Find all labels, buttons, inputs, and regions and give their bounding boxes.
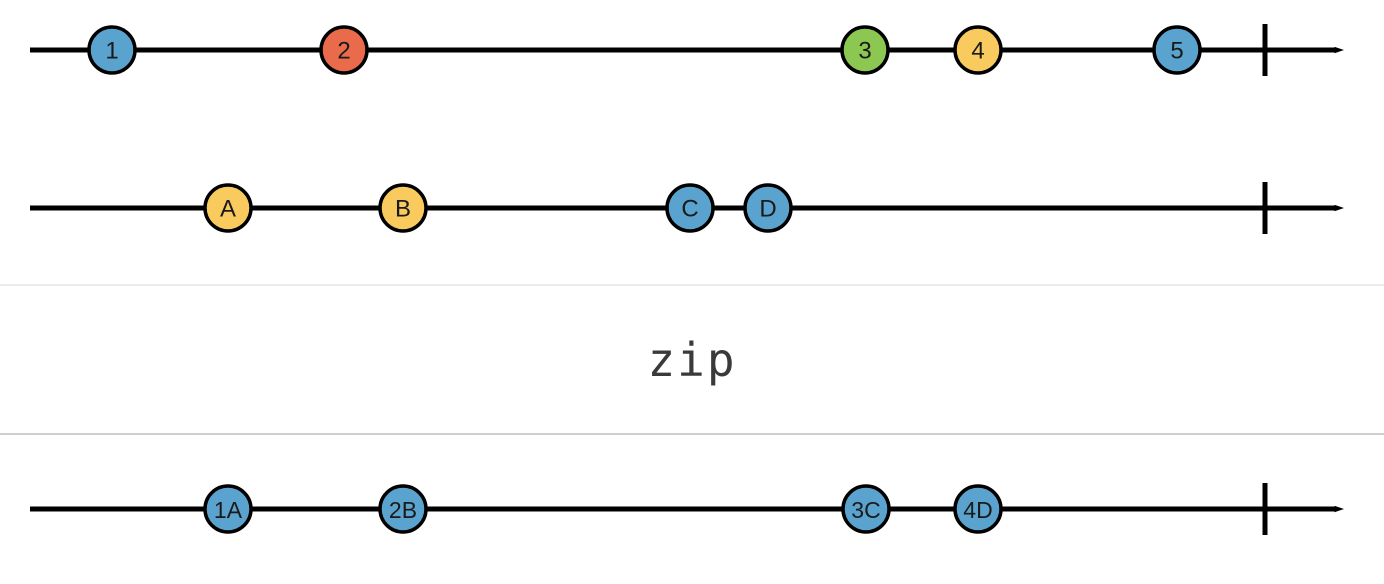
marble-circle-B[interactable] [378, 183, 428, 233]
marble-circle-C[interactable] [665, 183, 715, 233]
output-stream-marble-2B[interactable]: 2B [378, 484, 428, 534]
output-stream-marble-1A[interactable]: 1A [203, 484, 253, 534]
input-stream-1-marble-2[interactable]: 2 [319, 25, 369, 75]
input-stream-1-marble-3[interactable]: 3 [840, 25, 890, 75]
input-stream-1-marble-4[interactable]: 4 [953, 25, 1003, 75]
output-stream-marble-3C[interactable]: 3C [841, 484, 891, 534]
input-stream-2-marble-A[interactable]: A [203, 183, 253, 233]
marble-circle-3C[interactable] [841, 484, 891, 534]
input-stream-1-marble-1[interactable]: 1 [87, 25, 137, 75]
input-stream-2-marble-D[interactable]: D [743, 183, 793, 233]
marble-circle-3[interactable] [840, 25, 890, 75]
marble-circle-5[interactable] [1152, 25, 1202, 75]
operator-label: zip [647, 333, 736, 387]
marble-circle-2B[interactable] [378, 484, 428, 534]
input-stream-1: 1 2 3 4 5 [30, 24, 1344, 76]
marble-circle-1[interactable] [87, 25, 137, 75]
operator-layer: zip [647, 333, 736, 387]
output-stream: 1A 2B 3C 4D [30, 483, 1344, 535]
output-stream-marble-4D[interactable]: 4D [953, 484, 1003, 534]
input-stream-2-marble-B[interactable]: B [378, 183, 428, 233]
marble-circle-2[interactable] [319, 25, 369, 75]
dividers-layer [0, 284, 1384, 435]
marble-circle-4D[interactable] [953, 484, 1003, 534]
marble-circle-D[interactable] [743, 183, 793, 233]
input-stream-2-marble-C[interactable]: C [665, 183, 715, 233]
marble-circle-4[interactable] [953, 25, 1003, 75]
input-stream-1-marble-5[interactable]: 5 [1152, 25, 1202, 75]
marble-circle-1A[interactable] [203, 484, 253, 534]
marble-circle-A[interactable] [203, 183, 253, 233]
